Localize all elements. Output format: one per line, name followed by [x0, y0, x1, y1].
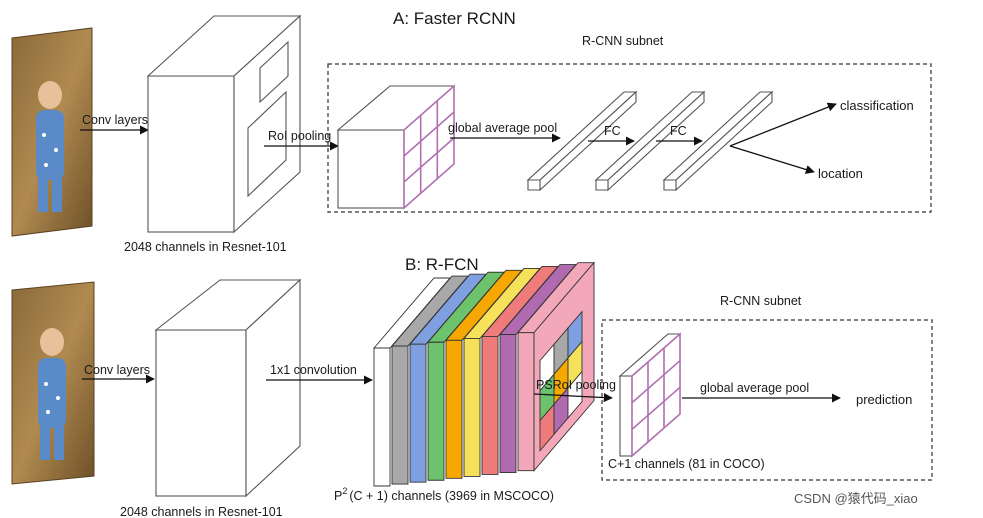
- backbone-box-b: [154, 278, 302, 498]
- panel-a-title: A: Faster RCNN: [393, 9, 516, 28]
- backbone-box-a: [146, 14, 302, 234]
- psroi-label: PSRoI pooling: [536, 378, 616, 392]
- classification-label: classification: [840, 98, 914, 113]
- pooled-cube-b: [618, 332, 682, 458]
- conv-label-b: Conv layers: [84, 363, 150, 377]
- input-photo-b: [11, 281, 95, 485]
- pooled-caption: C+1 channels (81 in COCO): [608, 457, 765, 471]
- subnet-box-a: [327, 63, 932, 213]
- gap-label-b: global average pool: [700, 381, 809, 395]
- score-cell-2-2: [567, 370, 583, 420]
- panel-b-title: B: R-FCN: [405, 255, 479, 274]
- score-slice-front-8: [517, 332, 535, 472]
- pooled-cube-a: [336, 84, 456, 210]
- subnet-box-b: [601, 319, 933, 481]
- score-caption: P2(C + 1) channels (3969 in MSCOCO): [334, 486, 554, 503]
- prediction-label: prediction: [856, 392, 912, 407]
- score-slice-front-1: [391, 345, 409, 485]
- score-slice-front-7: [499, 334, 517, 474]
- panel-b: B: R-FCN Conv layers 2048 channels in Re…: [11, 255, 933, 518]
- fc-label-2: FC: [670, 124, 687, 138]
- location-label: location: [818, 166, 863, 181]
- backbone-caption-a: 2048 channels in Resnet-101: [124, 240, 287, 254]
- subnet-label-a: R-CNN subnet: [582, 34, 664, 48]
- fc-label-1: FC: [604, 124, 621, 138]
- score-slice-front-6: [481, 336, 499, 475]
- score-slice-front-4: [445, 339, 463, 479]
- score-slice-front-3: [427, 341, 445, 481]
- gap-label-a: global average pool: [448, 121, 557, 135]
- classification-arrow: [729, 102, 837, 147]
- score-slice-front-2: [409, 343, 427, 483]
- score-slice-front-0: [373, 347, 391, 487]
- input-photo-a: [11, 27, 93, 237]
- backbone-caption-b: 2048 channels in Resnet-101: [120, 505, 283, 518]
- fc-bar-3: [662, 90, 774, 192]
- position-sensitive-score-maps: [373, 261, 595, 487]
- watermark: CSDN @猿代码_xiao: [794, 491, 918, 506]
- psroi-arrow: [533, 393, 613, 403]
- score-slice-front-5: [463, 337, 481, 477]
- location-arrow: [729, 145, 815, 174]
- conv1x1-label: 1x1 convolution: [270, 363, 357, 377]
- subnet-label-b: R-CNN subnet: [720, 294, 802, 308]
- panel-a: A: Faster RCNN Conv layers 2048 channels…: [11, 9, 932, 254]
- roi-label: RoI pooling: [268, 129, 331, 143]
- conv-label-a: Conv layers: [82, 113, 148, 127]
